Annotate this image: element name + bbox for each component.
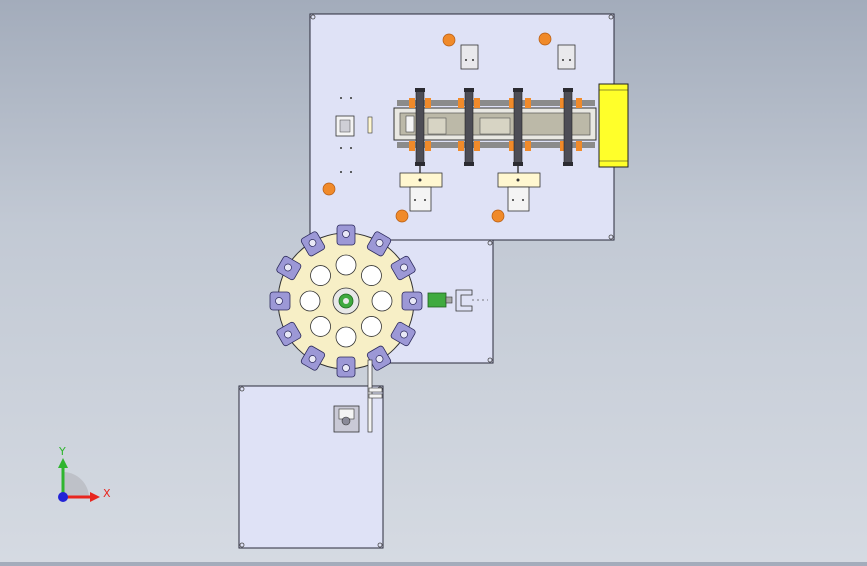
turntable-fixtures[interactable] xyxy=(269,224,423,378)
orange-marker-points xyxy=(322,32,552,223)
turntable-hole xyxy=(361,316,382,337)
rotary-turntable[interactable] xyxy=(277,232,415,370)
turntable-fixture[interactable] xyxy=(276,321,302,347)
pneumatic-cylinder[interactable] xyxy=(598,83,629,168)
turntable-hole xyxy=(310,316,331,337)
linear-conveyor[interactable] xyxy=(393,107,597,141)
feeder-rail[interactable] xyxy=(367,359,383,433)
turntable-fixture[interactable] xyxy=(276,255,302,281)
turntable-hole xyxy=(310,265,331,286)
coordinate-triad: X Y xyxy=(58,445,111,502)
orange-clamp-pads xyxy=(409,98,582,151)
turntable-fixture[interactable] xyxy=(401,291,423,311)
turntable-holes xyxy=(299,254,393,348)
turntable-hole xyxy=(299,290,321,312)
turntable-fixture[interactable] xyxy=(300,345,326,371)
upper-stop-blocks[interactable] xyxy=(460,44,576,70)
lower-push-units[interactable] xyxy=(399,166,541,212)
lower-base-plate[interactable] xyxy=(238,385,384,549)
z-axis-dot xyxy=(58,492,68,502)
sensor-block[interactable] xyxy=(335,115,373,137)
turntable-fixture[interactable] xyxy=(366,231,392,257)
turntable-hole xyxy=(371,290,393,312)
turntable-fixture[interactable] xyxy=(336,224,356,246)
turntable-fixture[interactable] xyxy=(390,321,416,347)
turntable-fixture[interactable] xyxy=(366,345,392,371)
turntable-hole xyxy=(335,254,357,276)
turntable-hole xyxy=(335,326,357,348)
mounting-holes-left xyxy=(340,97,352,173)
turntable-fixture[interactable] xyxy=(390,255,416,281)
y-axis-label: Y xyxy=(58,445,66,458)
chain-links-top xyxy=(397,100,595,148)
side-gripper[interactable] xyxy=(427,289,488,312)
turntable-fixture[interactable] xyxy=(269,291,291,311)
plate-corner-screws xyxy=(239,14,614,548)
turntable-hole xyxy=(361,265,382,286)
x-axis-label: X xyxy=(103,487,111,500)
motor-mount-block[interactable] xyxy=(333,405,360,433)
turntable-fixture[interactable] xyxy=(300,231,326,257)
turntable-fixture[interactable] xyxy=(336,356,356,378)
